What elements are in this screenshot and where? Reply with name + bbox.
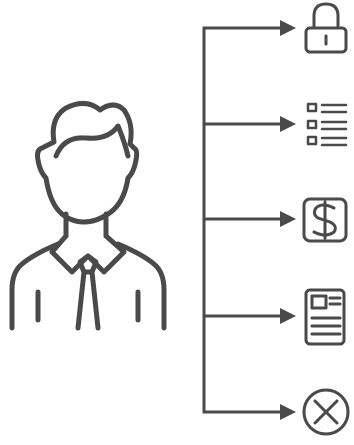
arrowhead-4 [280,308,296,324]
arrowhead-1 [280,20,296,36]
connector-tree [204,28,282,412]
arrowhead-5 [280,404,296,420]
document-icon [306,290,344,344]
checklist-icon [308,104,346,145]
arrowhead-2 [280,116,296,132]
close-circle-icon [304,390,348,434]
arrowhead-3 [280,211,296,227]
dollar-sign-icon [304,199,346,241]
padlock-icon [306,4,346,52]
arrowheads [280,20,296,420]
businessman-icon [12,103,164,328]
